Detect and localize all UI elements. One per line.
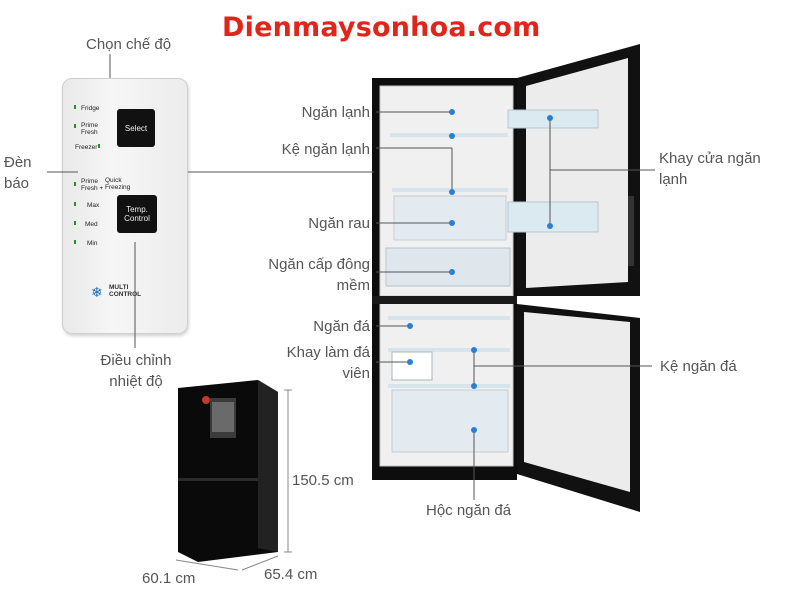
label-ngan-cap-dong-mem: Ngăn cấp đông mềm [268,256,370,294]
pointer-dot [547,115,553,121]
panel-label-prime-fresh: Prime Fresh [81,122,98,136]
label-khay-lam-da-vien: Khay làm đá viên [286,344,370,382]
dimension-depth: 65.4 cm [264,566,318,583]
panel-label-fridge: Fridge [81,105,100,112]
small-refrigerator-image [178,380,278,562]
indicator-led [74,221,76,225]
dimension-height: 150.5 cm [292,472,354,489]
pointer-dot [449,133,455,139]
label-hoc-ngan-da: Hộc ngăn đá [426,502,512,519]
pointer-dot [449,109,455,115]
control-panel: Fridge Prime Fresh Freezer Prime Fresh +… [62,78,188,334]
label-ke-ngan-lanh: Kệ ngăn lạnh [281,141,370,158]
pointer-dot [547,223,553,229]
pointer-dot [449,220,455,226]
pointer-dot [449,269,455,275]
indicator-led [74,105,76,109]
snowflake-icon: ❄ [91,284,103,300]
panel-label-med: Med [85,221,98,228]
pointer-dot [471,347,477,353]
select-button: Select [117,109,155,147]
label-ngan-lanh: Ngăn lạnh [301,104,370,121]
multi-control-logo: MULTI CONTROL [109,284,142,298]
pointer-dot [449,189,455,195]
refrigerator-illustration [372,44,640,512]
label-dieu-chinh-nhiet-do: Điều chỉnh nhiệt độ [100,352,172,390]
label-ngan-rau: Ngăn rau [308,215,370,232]
pointer-dot [471,427,477,433]
brand-title: Dienmaysonhoa.com [222,12,541,43]
dimension-width: 60.1 cm [142,570,196,587]
indicator-led [74,182,76,186]
label-den-bao: Đèn báo [4,154,32,192]
temp-control-button: Temp. Control [117,195,157,233]
panel-label-max: Max [87,202,100,209]
label-khay-cua-ngan-lanh: Khay cửa ngăn lạnh [659,150,761,188]
panel-label-freezer: Freezer [75,144,98,151]
indicator-led [74,202,76,206]
label-chon-che-do: Chọn chế độ [86,36,172,53]
pointer-dot [471,383,477,389]
panel-label-prime-fresh-plus: Prime Fresh + [81,178,104,192]
indicator-led [98,144,100,148]
pointer-dot [407,359,413,365]
label-ngan-da: Ngăn đá [313,318,370,335]
indicator-led [74,124,76,128]
label-ke-ngan-da: Kệ ngăn đá [660,358,737,375]
panel-label-min: Min [87,240,98,247]
indicator-led [74,240,76,244]
panel-label-quick-freezing: Quick Freezing [105,177,131,191]
pointer-dot [407,323,413,329]
